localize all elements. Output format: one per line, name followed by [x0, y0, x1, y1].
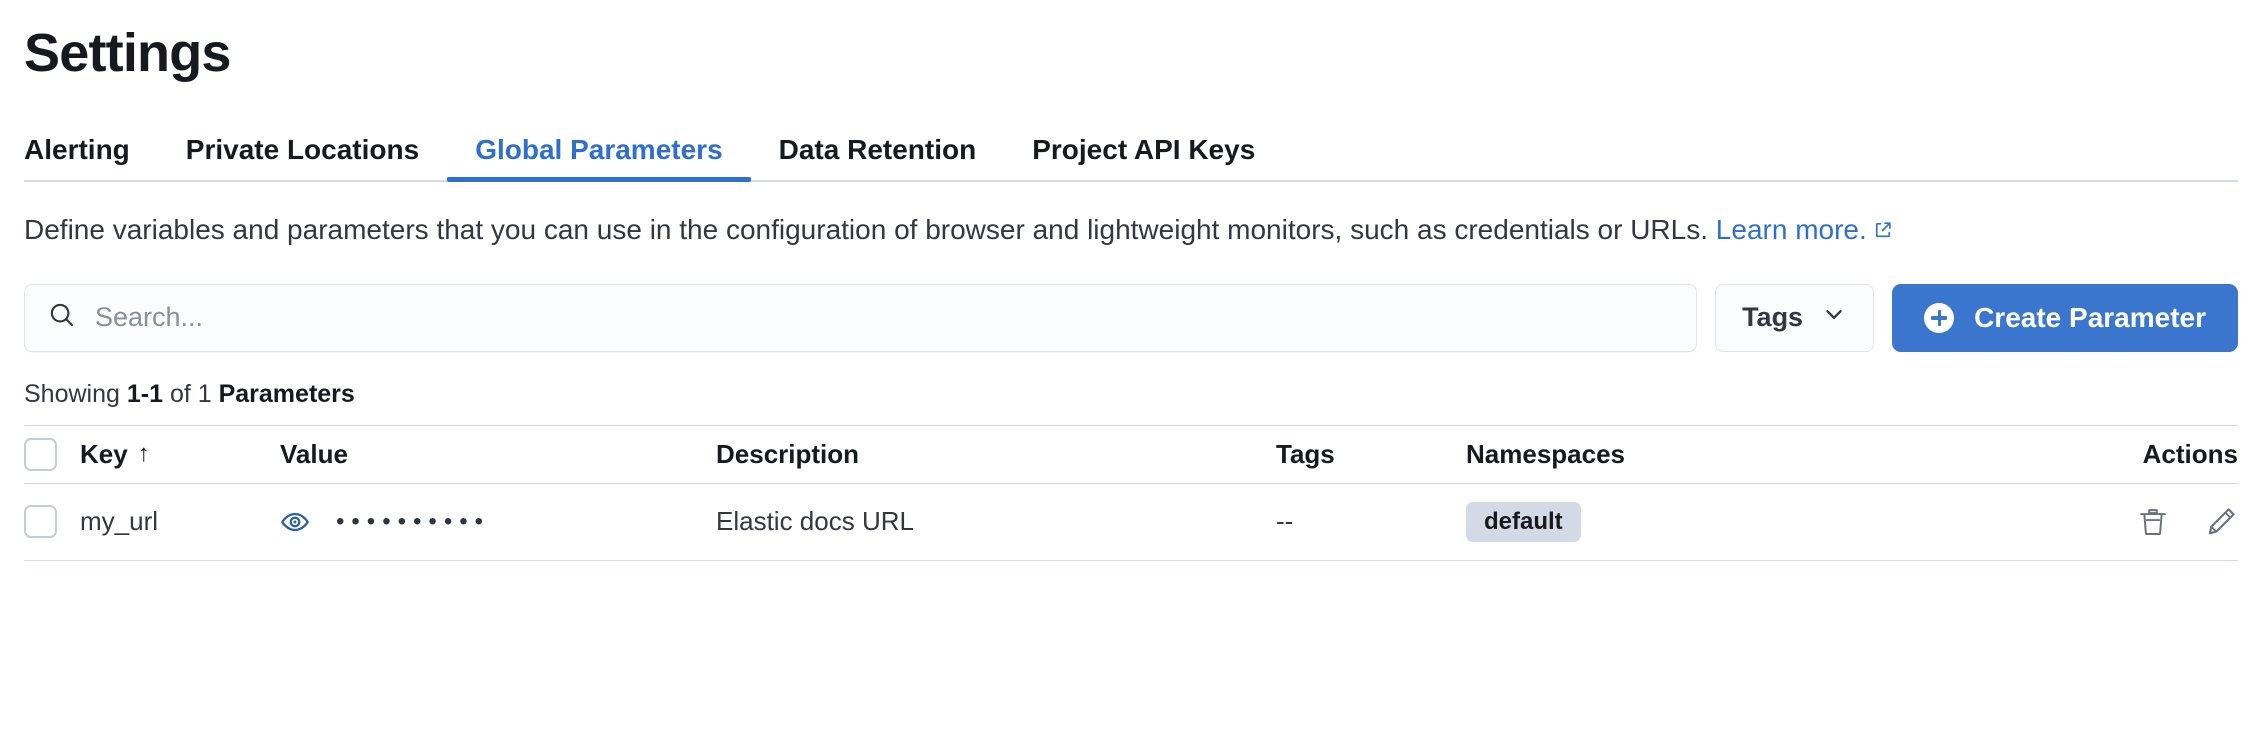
cell-value: ••••••••••: [280, 507, 716, 537]
eye-icon[interactable]: [280, 507, 310, 537]
chevron-down-icon: [1821, 301, 1847, 334]
tab-project-api-keys[interactable]: Project API Keys: [1004, 136, 1283, 180]
results-prefix: Showing: [24, 379, 127, 408]
create-parameter-button[interactable]: Create Parameter: [1892, 283, 2238, 352]
learn-more-label: Learn more.: [1715, 214, 1867, 246]
learn-more-link[interactable]: Learn more.: [1716, 214, 1867, 245]
cell-description: Elastic docs URL: [716, 506, 914, 537]
tab-private-locations[interactable]: Private Locations: [158, 136, 447, 180]
select-all-cell: [24, 437, 80, 471]
tab-alerting[interactable]: Alerting: [24, 136, 158, 180]
external-link-icon: [1873, 211, 1893, 238]
column-header-label: Actions: [2142, 438, 2238, 469]
cell-actions: [2058, 505, 2238, 539]
row-select-checkbox[interactable]: [24, 505, 57, 539]
column-header-actions: Actions: [2058, 439, 2238, 470]
cell-namespaces: default: [1466, 501, 2058, 542]
toolbar: Tags Create Parameter: [24, 283, 2238, 352]
column-header-description: Description: [716, 439, 1276, 470]
cell-tags: --: [1276, 506, 1294, 537]
column-header-label: Description: [716, 438, 860, 469]
results-count: Showing 1-1 of 1 Parameters: [24, 380, 2238, 409]
settings-tabs: Alerting Private Locations Global Parame…: [24, 122, 2238, 183]
namespace-badge: default: [1466, 501, 1581, 542]
cell-key: my_url: [80, 506, 159, 537]
edit-icon[interactable]: [2204, 505, 2238, 539]
delete-icon[interactable]: [2136, 505, 2170, 539]
column-header-label: Key: [80, 438, 128, 469]
tags-filter-label: Tags: [1742, 302, 1804, 333]
search-icon: [47, 300, 77, 335]
select-all-checkbox[interactable]: [24, 437, 57, 471]
tab-label: Data Retention: [778, 134, 977, 166]
column-header-label: Tags: [1276, 438, 1335, 469]
tab-label: Alerting: [24, 134, 130, 166]
tab-data-retention[interactable]: Data Retention: [751, 136, 1005, 180]
search-input[interactable]: [95, 302, 1675, 334]
results-middle: of 1: [163, 379, 219, 408]
column-header-value: Value: [280, 439, 716, 470]
page-description: Define variables and parameters that you…: [24, 210, 2224, 250]
column-header-label: Namespaces: [1466, 438, 1625, 469]
table-header-row: Key ↑ Value Description Tags Namespaces …: [24, 424, 2238, 483]
create-parameter-label: Create Parameter: [1974, 301, 2206, 333]
parameters-table: Key ↑ Value Description Tags Namespaces …: [24, 424, 2238, 561]
results-noun: Parameters: [218, 379, 355, 408]
search-box[interactable]: [24, 283, 1698, 352]
row-select-cell: [24, 505, 80, 539]
plus-circle-icon: [1924, 302, 1955, 333]
column-header-namespaces: Namespaces: [1466, 439, 2058, 470]
column-header-label: Value: [280, 438, 348, 469]
table-row: my_url •••••••••• Elastic docs URL -- de…: [24, 482, 2238, 561]
sort-ascending-icon: ↑: [137, 440, 150, 468]
tab-label: Private Locations: [185, 134, 420, 166]
masked-value: ••••••••••: [336, 507, 491, 535]
column-header-key[interactable]: Key ↑: [80, 439, 280, 470]
column-header-tags: Tags: [1276, 439, 1466, 470]
tab-label: Global Parameters: [475, 134, 723, 166]
tags-filter-button[interactable]: Tags: [1715, 283, 1875, 352]
page-title: Settings: [24, 23, 231, 83]
tab-global-parameters[interactable]: Global Parameters: [447, 134, 752, 183]
tab-label: Project API Keys: [1032, 134, 1256, 166]
description-text: Define variables and parameters that you…: [24, 214, 1709, 246]
results-range: 1-1: [126, 379, 163, 408]
